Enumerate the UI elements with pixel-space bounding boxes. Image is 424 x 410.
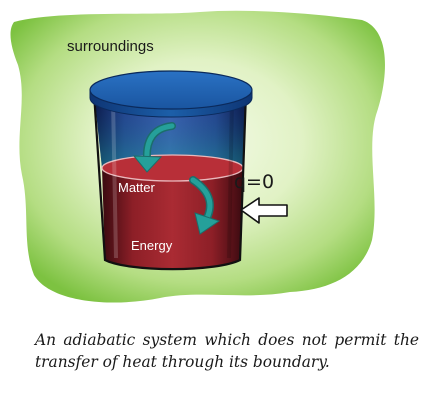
container <box>89 70 253 271</box>
curved-arrow-icon <box>132 122 176 173</box>
energy-label: Energy <box>131 238 173 253</box>
adiabatic-system-diagram: surroundings Matter Energy q=0 <box>10 10 385 303</box>
heat-transfer-label: q=0 <box>234 171 274 193</box>
hollow-arrow-left-icon <box>240 197 288 224</box>
matter-label: Matter <box>118 180 156 195</box>
liquid-surface <box>101 154 244 182</box>
surroundings-label: surroundings <box>67 38 154 55</box>
figure-caption: An adiabatic system which does not permi… <box>35 331 419 371</box>
lid <box>89 70 253 110</box>
curved-arrow-icon <box>189 176 221 235</box>
